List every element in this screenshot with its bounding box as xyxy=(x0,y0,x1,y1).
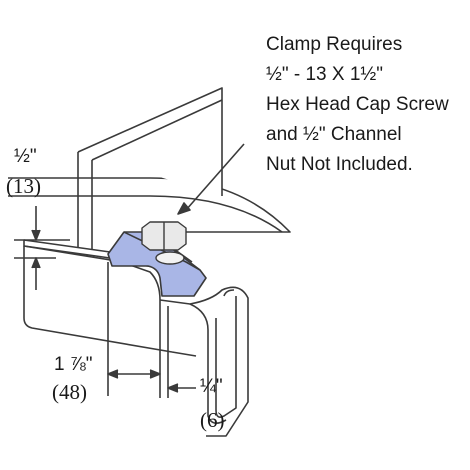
flange-thickness-metric: (13) xyxy=(6,174,41,198)
callout-line-2: ½" - 13 X 1½" xyxy=(266,64,383,85)
flange-thickness-imperial: ½" xyxy=(14,146,37,167)
dimension-width xyxy=(107,262,196,398)
beam-web xyxy=(77,87,223,254)
callout-line-4: and ½" Channel xyxy=(266,124,402,145)
hex-head-bolt xyxy=(141,221,187,265)
strut-channel xyxy=(23,239,249,437)
clamp-width-metric: (48) xyxy=(52,380,87,404)
dimension-flange xyxy=(14,206,70,290)
channel-lip-metric: (6) xyxy=(200,408,225,432)
callout-leader xyxy=(177,143,245,215)
clamp-width-imperial: 1 ⅞" xyxy=(54,354,93,375)
callout-line-1: Clamp Requires xyxy=(266,34,403,55)
channel-lip-imperial: ¼" xyxy=(200,376,223,397)
callout-line-3: Hex Head Cap Screw xyxy=(266,94,449,115)
callout-line-5: Nut Not Included. xyxy=(266,154,413,175)
